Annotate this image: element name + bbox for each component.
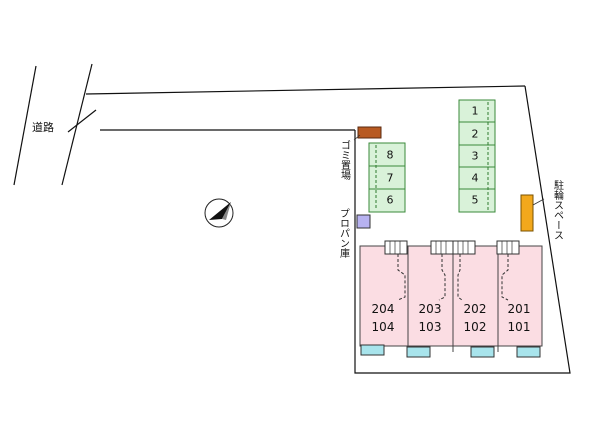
parking-group-b: 1 2 3 4 5 [458,99,496,213]
parking-number: 6 [387,194,394,207]
unit: 204 104 [372,302,395,334]
bicycle-label: 駐輪スペース [552,179,564,240]
parking-space: 5 [472,194,479,207]
unit-lower-number: 104 [372,320,395,334]
balconies [360,344,541,358]
garbage-label: ゴミ置場 [339,139,351,181]
unit: 202 102 [464,302,487,334]
stairs [384,240,520,255]
parking-number: 3 [472,150,479,163]
apartment-building: 204 104 203 103 202 102 201 101 [359,240,543,358]
parking-group-a: 8 7 6 [368,142,406,213]
unit-lower-number: 102 [464,320,487,334]
corridor-lines [397,254,509,301]
site-boundary [354,85,571,374]
unit-upper-number: 204 [372,302,395,316]
road-label: 道路 [32,120,54,134]
unit: 201 101 [508,302,531,334]
parking-number: 5 [472,194,479,207]
unit-lower-number: 101 [508,320,531,334]
unit-upper-number: 201 [508,302,531,316]
bicycle-parking [520,194,545,232]
stair-treads [389,241,513,254]
propane-storage [356,214,371,229]
parking-number: 2 [472,128,479,141]
unit: 203 103 [419,302,442,334]
parking-space: 2 [472,128,479,141]
parking-space: 7 [387,172,394,185]
unit-upper-number: 203 [419,302,442,316]
parking-space: 8 [387,149,394,162]
garbage-station [353,126,382,141]
road [13,63,526,186]
north-arrow [204,198,234,228]
parking-space: 4 [472,172,479,185]
unit-lower-number: 103 [419,320,442,334]
parking-number: 4 [472,172,479,185]
parking-number: 7 [387,172,394,185]
parking-number: 8 [387,149,394,162]
unit-upper-number: 202 [464,302,487,316]
parking-space: 6 [387,194,394,207]
parking-space: 3 [472,150,479,163]
propane-label: プロパン庫 [338,208,350,259]
parking-number: 1 [472,105,479,118]
parking-space: 1 [472,105,479,118]
